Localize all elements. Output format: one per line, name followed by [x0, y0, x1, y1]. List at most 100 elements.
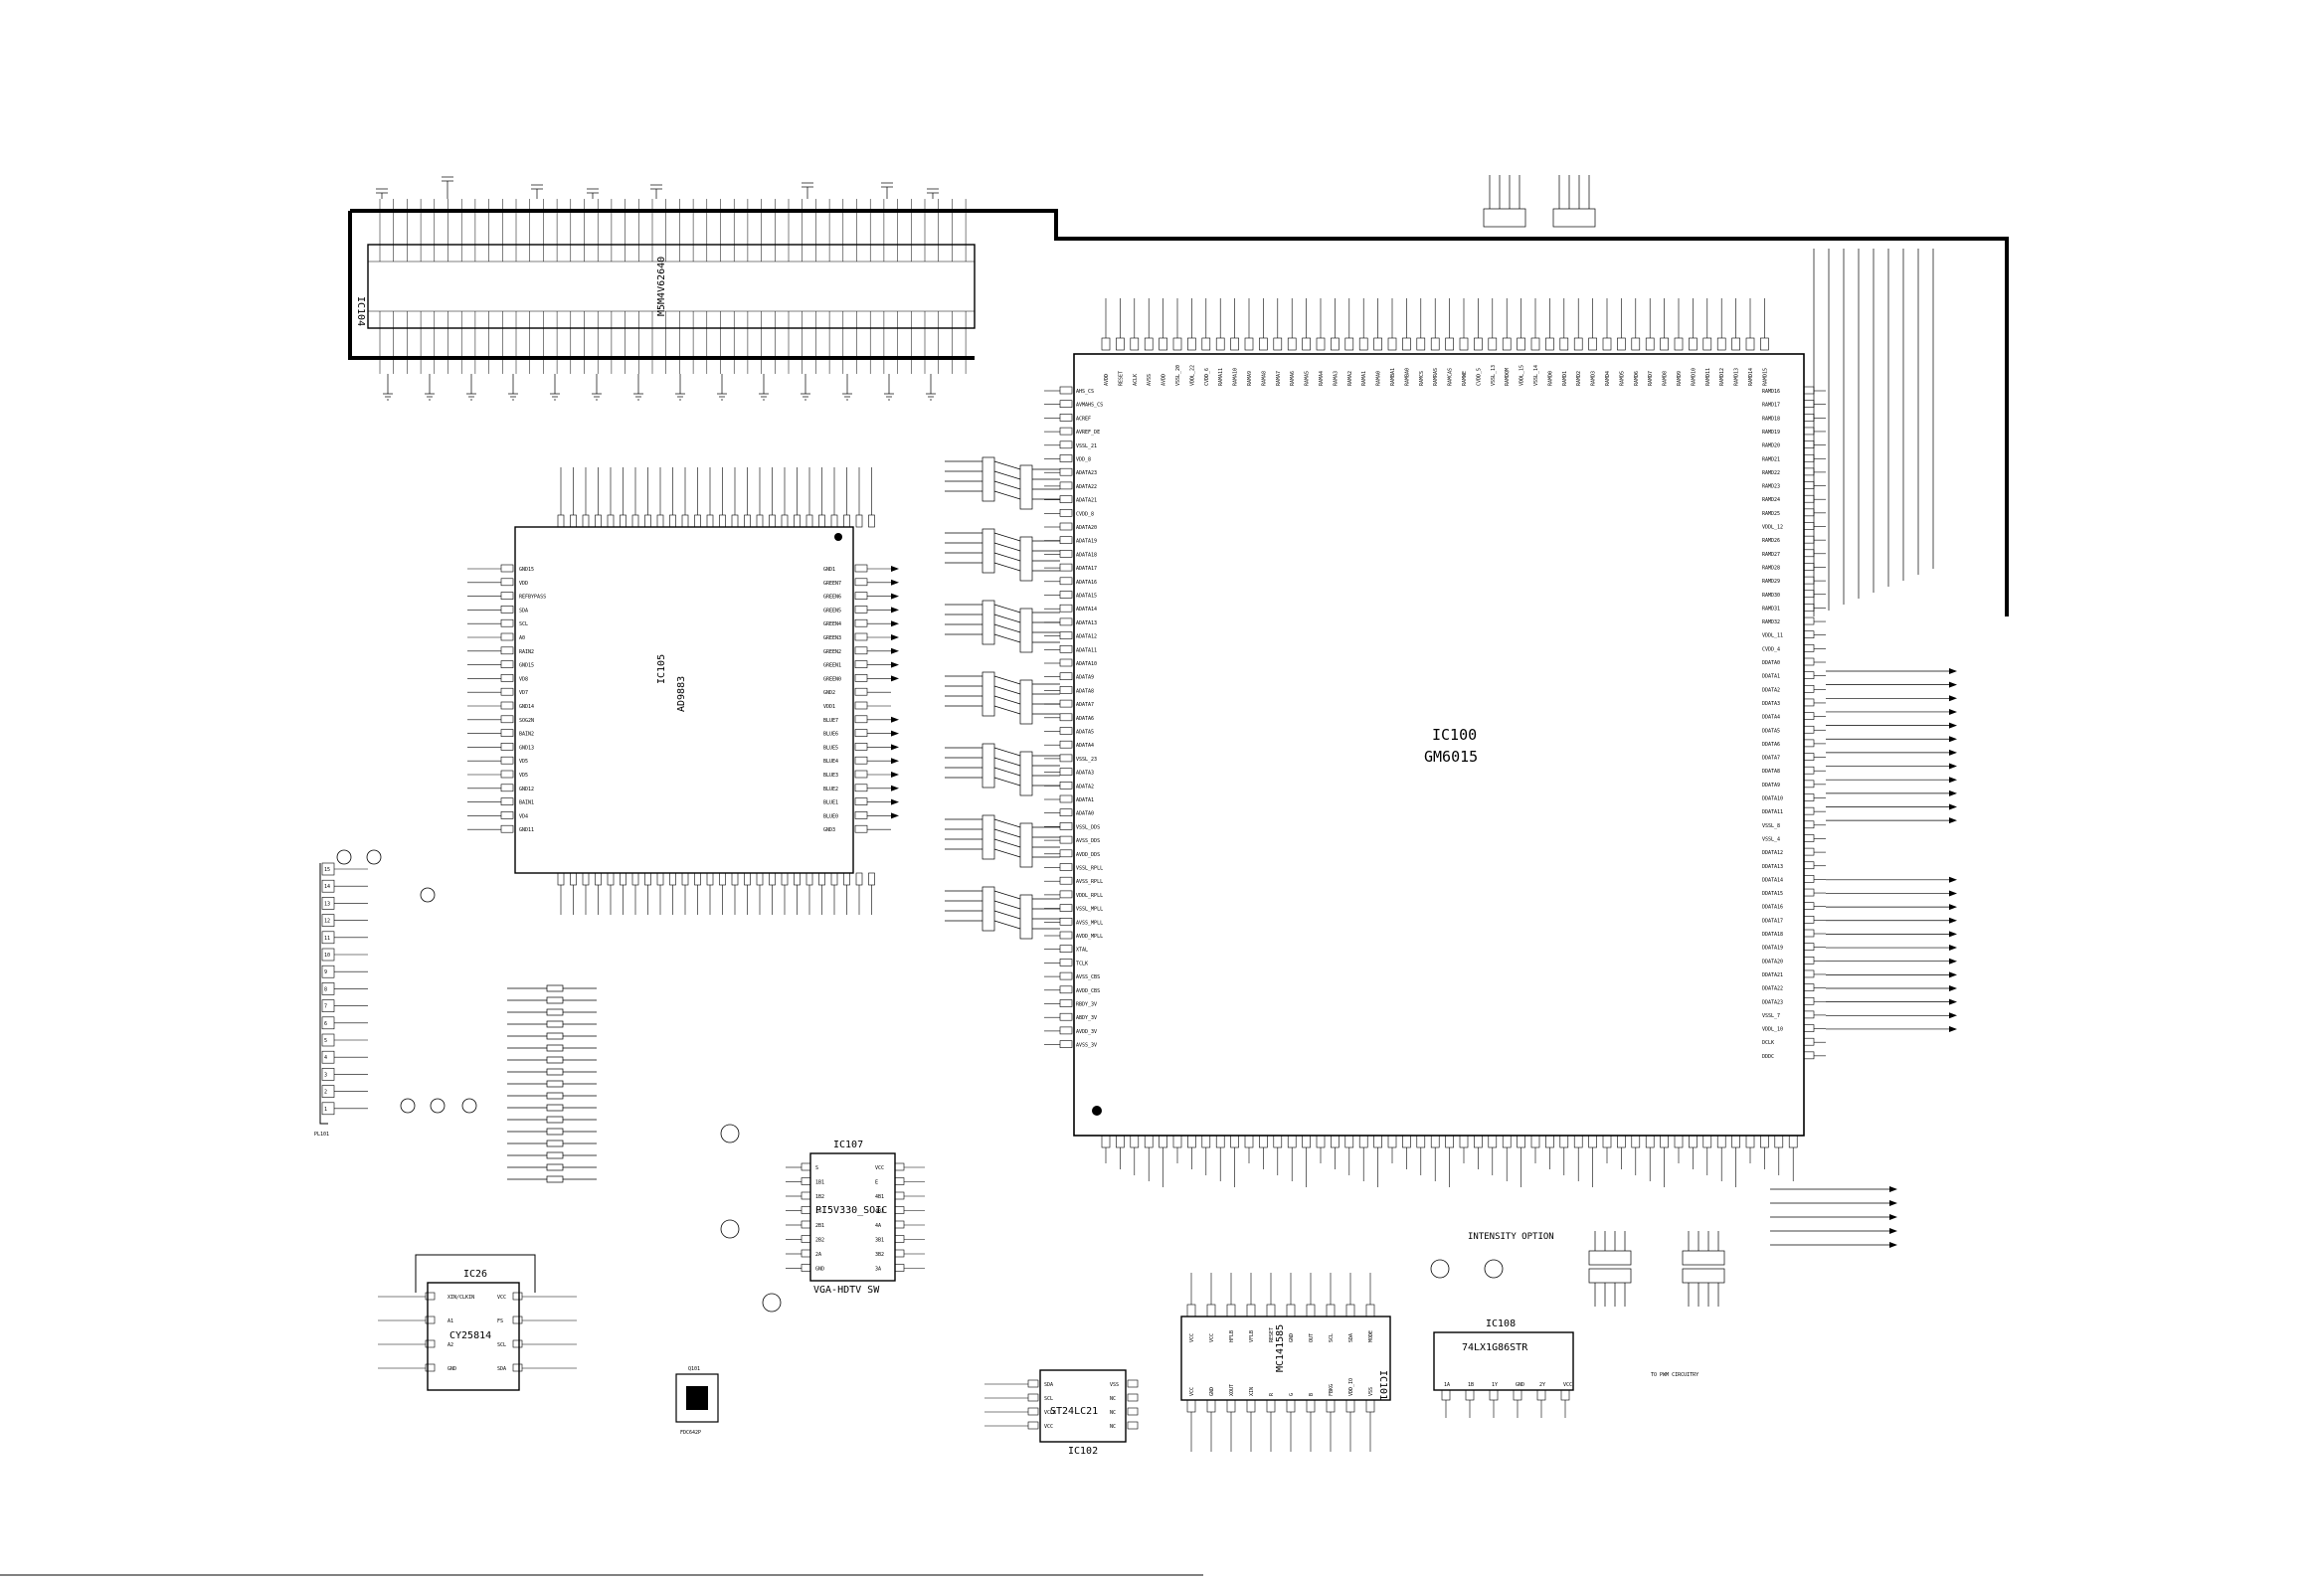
ic100-pin-top: ACLK	[1133, 374, 1139, 386]
ic100-pin-left: VSSL_DDS	[1076, 824, 1100, 830]
pl101-pin: 12	[324, 919, 330, 925]
transistor	[461, 1098, 477, 1114]
ic100-pin-left: AVSS_3V	[1076, 1043, 1097, 1049]
ic100-pin-left: ADATA22	[1076, 484, 1097, 490]
wire	[993, 460, 1021, 470]
ic104-block: IC104 M5M4V62640	[355, 199, 976, 374]
pin-box	[500, 743, 514, 751]
ic100-pin-left: ADATA3	[1076, 771, 1094, 777]
pin-box	[1059, 945, 1073, 954]
pin-box	[894, 1235, 905, 1243]
ic26-pin-left: A1	[447, 1318, 453, 1324]
ic100-pin-top: VSSL_20	[1175, 365, 1181, 386]
ic107-pin-left: 2B2	[815, 1238, 824, 1244]
ic100-pin-top: RAMD11	[1705, 368, 1711, 386]
pin-box	[1803, 644, 1815, 652]
pin-box	[854, 784, 868, 792]
pl101-pin: 1	[324, 1107, 327, 1113]
ic107-part: PI5V330_SOIC	[815, 1205, 887, 1216]
ic107-pin-left: GND	[815, 1267, 824, 1273]
ic107-pin-left: 1B2	[815, 1194, 824, 1200]
pin-box	[1803, 943, 1815, 951]
ic100-pin-right: DDDC	[1762, 1054, 1774, 1060]
pl101-pin: 10	[324, 953, 330, 959]
ic108-part: 74LX1G86STR	[1462, 1342, 1528, 1353]
arrow-marker	[1949, 763, 1957, 770]
transistor	[1430, 1259, 1450, 1279]
schematic-wiring	[336, 175, 1957, 1313]
pin-box	[1059, 794, 1073, 803]
resistor	[1483, 208, 1526, 228]
ic102-part: ST24LC21	[1050, 1406, 1098, 1417]
pin-box	[801, 1206, 811, 1214]
ic100-pin-left: ACREF	[1076, 416, 1091, 422]
ic100-pin-left: AVDD_3V	[1076, 1029, 1097, 1035]
pin-box	[1803, 684, 1815, 693]
arrow-marker	[891, 607, 899, 614]
ic100-pin-right: RAMD25	[1762, 511, 1780, 517]
pin-box	[1027, 1421, 1039, 1430]
pin-box	[1059, 890, 1073, 899]
pin-box	[894, 1206, 905, 1214]
pin-box	[854, 743, 868, 751]
ic108-ref: IC108	[1486, 1318, 1516, 1329]
pin-box	[854, 578, 868, 587]
ic101-pin-bottom: G	[1289, 1393, 1295, 1396]
ic100-pin-top: RAMD6	[1634, 371, 1640, 386]
arrow-marker	[891, 593, 899, 600]
pin-box	[1027, 1393, 1039, 1402]
pin-box	[500, 687, 514, 696]
pin-box	[894, 1162, 905, 1171]
resistor	[982, 528, 995, 574]
ic100-pin-right: RAMD22	[1762, 470, 1780, 476]
pin-box	[500, 592, 514, 600]
ic100-pin-left: ADATA19	[1076, 539, 1097, 545]
ic100-pin-top: AVSS	[1147, 374, 1153, 386]
pin-box	[894, 1264, 905, 1272]
pin-box	[1803, 888, 1815, 897]
pin-box	[1059, 440, 1073, 449]
ic100-pin-top: RAMD14	[1748, 368, 1754, 386]
pin-box	[1059, 822, 1073, 830]
pin-box	[854, 564, 868, 573]
pin-box	[1803, 1010, 1815, 1019]
ic100-pin-top: CVDD_6	[1204, 368, 1210, 386]
pin-box	[1059, 863, 1073, 871]
pin-box	[1059, 1040, 1073, 1048]
wire	[993, 695, 1021, 705]
ic105-pin-left: REFBYPASS	[519, 595, 546, 601]
ic101-pin-bottom: R	[1269, 1392, 1275, 1396]
ic100-pin-right: RAMD17	[1762, 403, 1780, 409]
ic100-pin-top: RAMA9	[1247, 371, 1253, 386]
ic101-pin-top: HFLB	[1229, 1330, 1235, 1342]
ic100-pin-left: XTAL	[1076, 948, 1088, 954]
pin-box	[1059, 835, 1073, 844]
ic100-pin-left: ADATA11	[1076, 647, 1097, 653]
ic100-pin-right: DDATA17	[1762, 918, 1783, 924]
ic101-pin-bottom: XOUT	[1229, 1384, 1235, 1396]
pin-box	[854, 660, 868, 668]
pin-box	[1059, 917, 1073, 926]
arrow-marker	[891, 758, 899, 765]
pin-box	[1127, 1407, 1139, 1416]
pin-box	[1059, 1012, 1073, 1021]
ic100-pin-left: VDD_8	[1076, 457, 1091, 463]
pin-box	[1803, 780, 1815, 789]
ic100-pin-top: RAMD2	[1576, 371, 1582, 386]
pin-box	[1059, 754, 1073, 763]
ic100-pin-left: RBDY_3V	[1076, 1002, 1097, 1008]
wire	[993, 818, 1021, 828]
ic107-pin-right: 4B2	[875, 1209, 884, 1215]
pin-box	[1059, 971, 1073, 980]
ic100-pin-left: ADATA0	[1076, 811, 1094, 817]
pin-box	[1059, 985, 1073, 994]
ic26-pin-left: GND	[447, 1366, 456, 1372]
pin-box	[500, 784, 514, 792]
ic100-pin-top: VDDL_15	[1520, 365, 1525, 386]
pin-box	[500, 660, 514, 668]
ic100-pin-top: VSSL_14	[1533, 365, 1539, 386]
ic100-pin-left: AHS_CS	[1076, 389, 1094, 395]
ic100-pin-right: RAMD19	[1762, 430, 1780, 436]
pin-box	[854, 797, 868, 805]
ic100-pin-right: DDATA11	[1762, 809, 1783, 815]
